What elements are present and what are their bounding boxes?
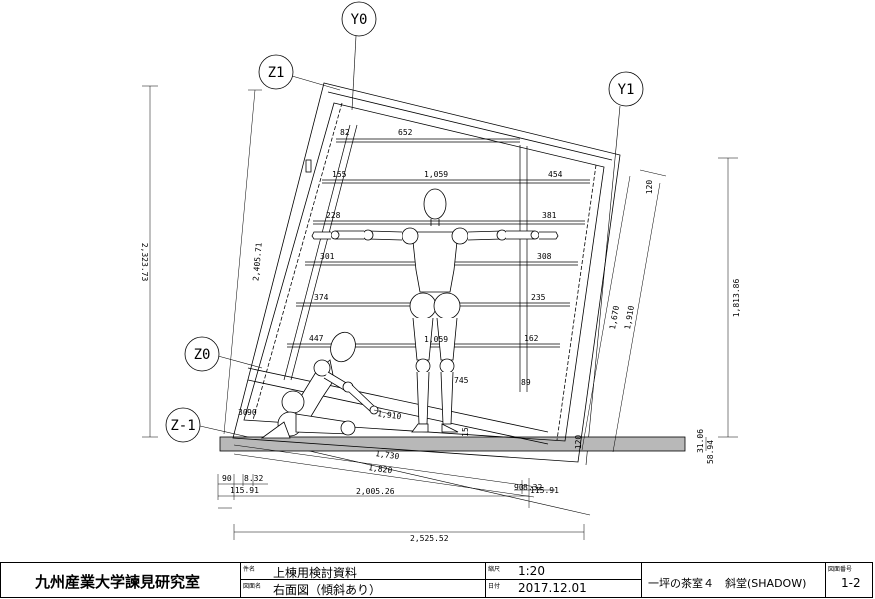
- seated-figure: [260, 331, 379, 439]
- grid-label-zm1: Z-1: [170, 418, 195, 434]
- bottom-dimensions: [217, 444, 585, 540]
- dim-floor-3106: 31.06: [696, 429, 705, 453]
- span-mid-label: 1,059: [424, 335, 448, 344]
- dim-b-832: 8.32: [244, 474, 263, 483]
- dim-diag-1820: 1,820: [368, 463, 393, 475]
- dim-right-outer: 1,813.86: [732, 279, 741, 318]
- grid-label-z0: Z0: [194, 347, 211, 363]
- tb-project: 上棟用検討資料: [273, 566, 358, 580]
- grid-label-z1: Z1: [268, 65, 285, 81]
- tb-drawing-cell: 図面名 右面図（傾斜あり）: [241, 580, 486, 597]
- dim-left-90: 90: [247, 408, 257, 417]
- tb-date: 2017.12.01: [518, 581, 587, 595]
- dim-right-1: 1,670: [608, 305, 621, 330]
- dim-diag-200526: 2,005.26: [356, 487, 395, 496]
- grid-bubble-y1: Y1: [608, 71, 644, 107]
- tb-number-cell: 図面番号 1-2: [826, 563, 872, 597]
- shelf-right-label: 162: [524, 334, 539, 343]
- dim-br-11591: 115.91: [530, 486, 559, 495]
- span-lower-label: 745: [454, 376, 469, 385]
- grid-label-y1: Y1: [618, 82, 635, 98]
- tb-scale: 1:20: [518, 564, 545, 578]
- dim-br-832: 8.32: [523, 483, 542, 492]
- tb-sheet-title: 一坪の茶室４ 斜堂(SHADOW): [648, 577, 807, 590]
- shelf-top-label: 652: [398, 128, 413, 137]
- tb-organization-cell: 九州産業大学諫見研究室: [1, 563, 241, 597]
- grid-bubble-zm1: Z-1: [165, 407, 201, 443]
- shelf-right-label: 381: [542, 211, 557, 220]
- left-dimensions: [142, 85, 262, 438]
- shelf-left-label: 374: [314, 293, 329, 302]
- dim-diag-1730: 1,730: [375, 449, 400, 461]
- grid-bubble-z0: Z0: [184, 336, 220, 372]
- tb-scale-cell: 縮尺 1:20: [486, 563, 642, 580]
- dim-floor-5894: 58.94: [706, 440, 715, 464]
- grid-bubble-y0: Y0: [341, 1, 377, 37]
- elevation-drawing: Y0 Y1 Z1 Z0 Z-1: [140, 1, 741, 543]
- tb-label-name: 件名: [243, 566, 256, 573]
- shelf-right-label: 454: [548, 170, 563, 179]
- tb-label-date: 日付: [488, 583, 501, 590]
- tb-label-number: 図面番号: [828, 566, 853, 573]
- dim-left-30: 30: [238, 408, 248, 417]
- tb-sheet-title-cell: 一坪の茶室４ 斜堂(SHADOW): [642, 563, 826, 597]
- shelf-left-label: 447: [309, 334, 324, 343]
- dim-bottom-right-120: 120: [574, 435, 583, 450]
- floor-slab: [219, 436, 686, 452]
- shelf-left-label: 228: [326, 211, 341, 220]
- shelf-right-label: 89: [521, 378, 531, 387]
- dim-br-90: 90: [514, 483, 524, 492]
- right-dimensions: [581, 157, 738, 453]
- grid-bubble-z1: Z1: [258, 54, 294, 90]
- tb-organization: 九州産業大学諫見研究室: [35, 573, 201, 591]
- dim-left-outer: 2,323.73: [140, 243, 149, 282]
- standing-figure: [311, 188, 559, 433]
- shelf-rails: [283, 124, 528, 392]
- shelf-left-label: 82: [340, 128, 350, 137]
- dim-diag-1910: 1,910: [377, 409, 402, 421]
- tb-label-drawing: 図面名: [243, 583, 262, 590]
- dim-right-15: 15: [461, 427, 470, 437]
- dim-right-2: 1,910: [623, 305, 636, 330]
- shelf-left-label: 155: [332, 170, 347, 179]
- span-upper-label: 1,059: [424, 170, 448, 179]
- dim-b-90: 90: [222, 474, 232, 483]
- grid-label-y0: Y0: [351, 12, 368, 28]
- shelf-right-label: 308: [537, 252, 552, 261]
- tb-drawing-name: 右面図（傾斜あり）: [273, 583, 382, 597]
- tb-label-scale: 縮尺: [488, 566, 501, 573]
- shelf-left-label: 301: [320, 252, 335, 261]
- tilted-frame: [232, 82, 621, 463]
- dim-top-right-120: 120: [645, 180, 654, 195]
- tb-project-cell: 件名 上棟用検討資料: [241, 563, 486, 580]
- shelf-right-label: 235: [531, 293, 546, 302]
- dim-b-11591: 115.91: [230, 486, 259, 495]
- tb-date-cell: 日付 2017.12.01: [486, 580, 642, 597]
- dim-left-inner: 2,405.71: [251, 242, 263, 281]
- title-block: 九州産業大学諫見研究室 件名 上棟用検討資料 図面名 右面図（傾斜あり） 縮尺 …: [0, 562, 873, 598]
- dim-total: 2,525.52: [410, 534, 449, 543]
- tb-number: 1-2: [841, 576, 861, 590]
